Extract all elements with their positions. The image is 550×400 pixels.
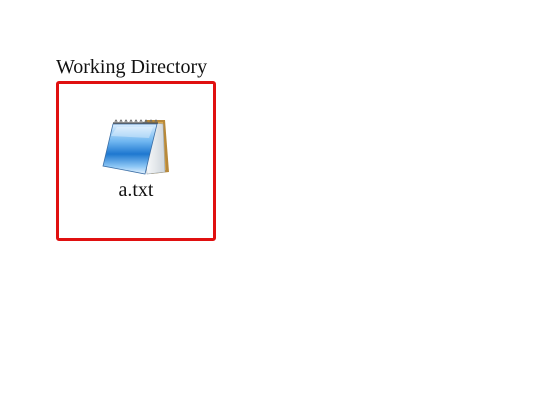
notepad-icon [99, 114, 171, 178]
file-name-label: a.txt [118, 179, 154, 201]
working-directory-panel: a.txt [56, 81, 216, 241]
working-directory-title: Working Directory [56, 56, 208, 78]
file-item-a-txt[interactable]: a.txt [59, 84, 213, 238]
